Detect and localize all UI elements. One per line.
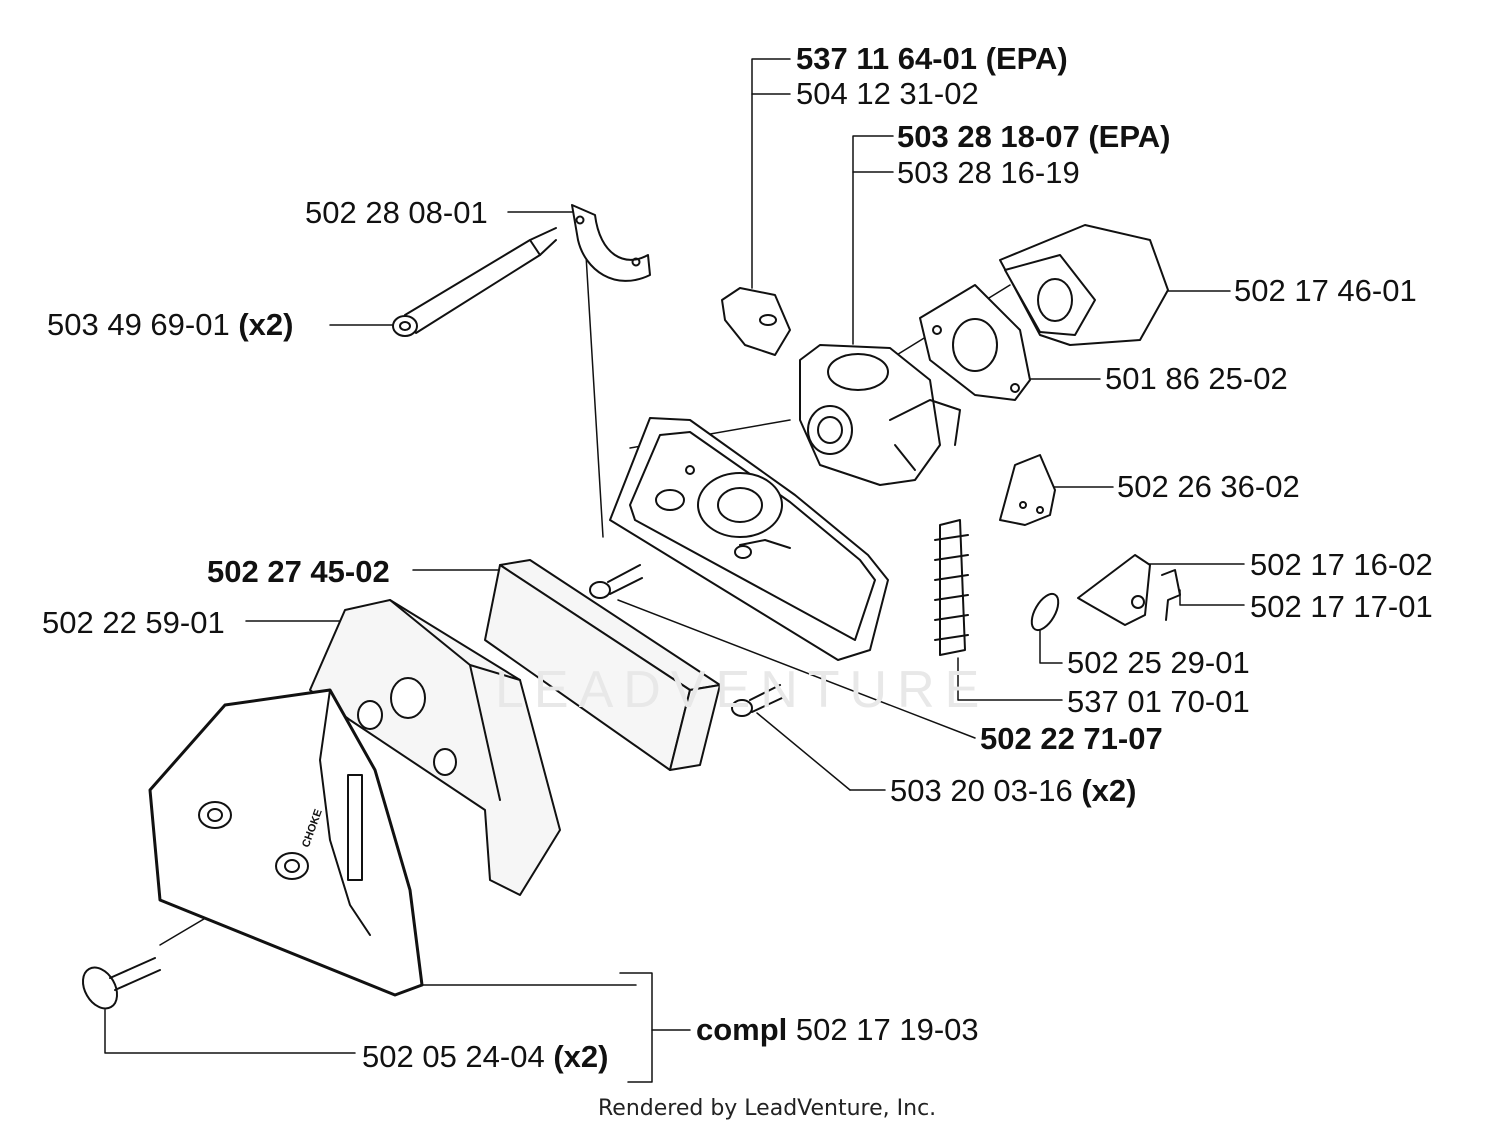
part-label-502-27-45-02[interactable]: 502 27 45-02	[207, 554, 390, 589]
bellows-part	[934, 519, 969, 656]
part-label-503-49-69-01[interactable]: 503 49 69-01 (x2)	[47, 307, 294, 342]
screw-parts	[589, 564, 783, 717]
part-label-502-26-36-02[interactable]: 502 26 36-02	[1117, 469, 1300, 504]
part-label-502-17-46-01[interactable]: 502 17 46-01	[1234, 273, 1417, 308]
part-label-502-28-08-01[interactable]: 502 28 08-01	[305, 195, 488, 230]
ring-part	[1030, 592, 1060, 632]
part-label-503-20-03-16[interactable]: 503 20 03-16 (x2)	[890, 773, 1137, 808]
filter-holder-part	[609, 417, 889, 661]
watermark: LEADVENTURE	[495, 661, 990, 719]
part-label-537-11-64-01[interactable]: 537 11 64-01 (EPA)	[796, 41, 1068, 76]
part-label-502-22-71-07[interactable]: 502 22 71-07	[980, 721, 1163, 756]
part-label-502-17-16-02[interactable]: 502 17 16-02	[1250, 547, 1433, 582]
intake-block-part	[999, 224, 1169, 346]
part-label-501-86-25-02[interactable]: 501 86 25-02	[1105, 361, 1288, 396]
part-label-compl-502-17-19-03[interactable]: compl 502 17 19-03	[696, 1012, 979, 1047]
prefilter-part	[309, 599, 561, 896]
part-label-503-28-18-07[interactable]: 503 28 18-07 (EPA)	[897, 119, 1171, 154]
part-label-504-12-31-02[interactable]: 504 12 31-02	[796, 76, 979, 111]
filter-element-part	[484, 559, 721, 771]
footer-credit: Rendered by LeadVenture, Inc.	[598, 1096, 937, 1121]
carburetor-part	[799, 344, 961, 486]
gasket-part	[919, 284, 1031, 401]
part-label-502-25-29-01[interactable]: 502 25 29-01	[1067, 645, 1250, 680]
plate-part	[999, 454, 1056, 526]
lever-part	[1077, 554, 1151, 626]
part-label-502-22-59-01[interactable]: 502 22 59-01	[42, 605, 225, 640]
cover-part	[148, 688, 424, 997]
part-label-502-05-24-04[interactable]: 502 05 24-04 (x2)	[362, 1039, 609, 1074]
carb-adapter-part	[721, 287, 791, 356]
part-label-537-01-70-01[interactable]: 537 01 70-01	[1067, 684, 1250, 719]
stud-part	[392, 227, 557, 337]
part-label-502-17-17-01[interactable]: 502 17 17-01	[1250, 589, 1433, 624]
bracket-part	[571, 204, 651, 282]
clip-part	[1161, 569, 1181, 621]
knob-screw-part	[81, 957, 161, 1010]
part-label-503-28-16-19[interactable]: 503 28 16-19	[897, 155, 1080, 190]
